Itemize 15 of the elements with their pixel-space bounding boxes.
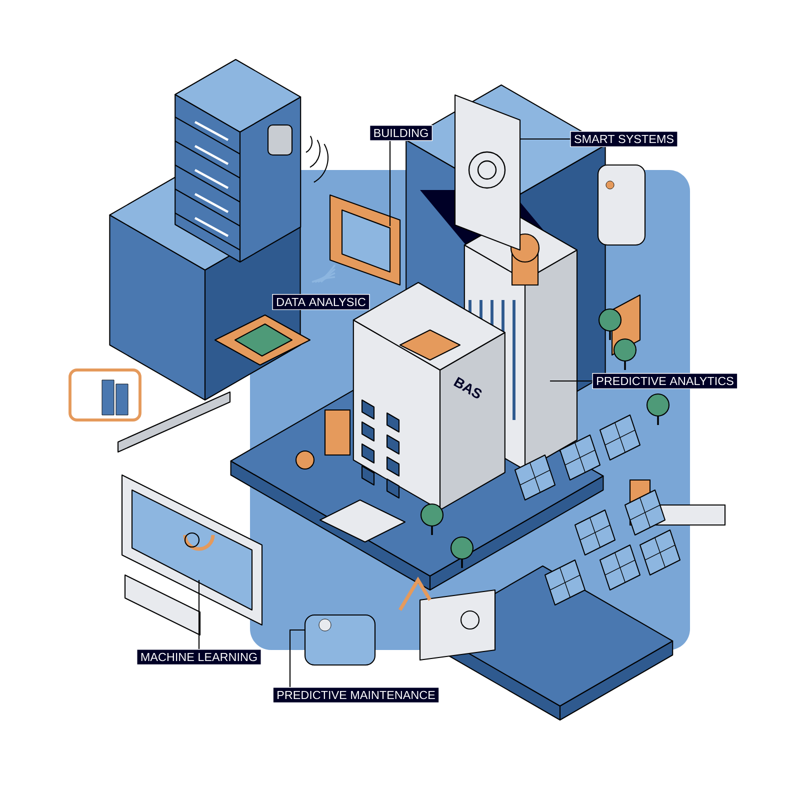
label-tag: BUILDING	[369, 124, 433, 142]
leader-line	[198, 580, 200, 649]
label-tag: SMART SYSTEMS	[570, 130, 678, 148]
building-sign: BAS	[454, 376, 482, 398]
label-tag: PREDICTIVE ANALYTICS	[592, 372, 738, 390]
label-tag: DATA ANALYSIC	[272, 294, 370, 310]
smart-panel	[454, 94, 521, 251]
leader-line	[550, 380, 592, 382]
label-tag: MACHINE LEARNING	[136, 649, 262, 666]
leader-line	[520, 138, 570, 140]
maintenance-pod	[304, 614, 376, 666]
leader-line	[389, 141, 391, 226]
leader-line	[289, 629, 305, 687]
label-tag: PREDICTIVE MAINTENANCE	[272, 687, 440, 704]
control-panel	[312, 194, 401, 286]
